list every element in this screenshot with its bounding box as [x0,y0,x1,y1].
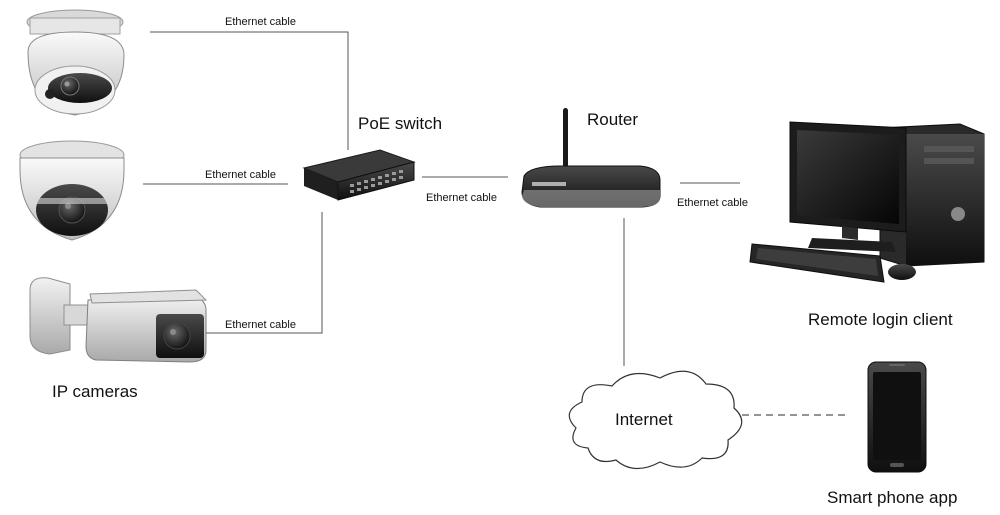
ip-cameras-label: IP cameras [52,382,138,401]
cable-label-mid: Ethernet cable [205,169,276,181]
internet-label: Internet [615,410,673,429]
turret-camera-icon [26,9,125,116]
dome-camera-icon [19,140,125,241]
poe-switch-icon [302,149,416,201]
cable-label-router-pc: Ethernet cable [677,197,748,209]
bullet-camera-icon [29,277,208,363]
cable-camera-top [150,31,349,150]
cable-label-bottom: Ethernet cable [225,319,296,331]
cloud-icon [568,370,743,470]
cable-camera-bottom [205,212,323,334]
cable-label-switch-router: Ethernet cable [426,192,497,204]
wifi-router-icon [521,108,661,208]
desktop-computer-icon [749,121,985,283]
cable-lines [143,31,850,416]
poe-switch-label: PoE switch [358,114,442,133]
remote-client-label: Remote login client [808,310,953,329]
router-label: Router [587,110,638,129]
cable-label-top: Ethernet cable [225,16,296,28]
smartphone-label: Smart phone app [827,488,957,507]
smartphone-icon [867,361,927,473]
